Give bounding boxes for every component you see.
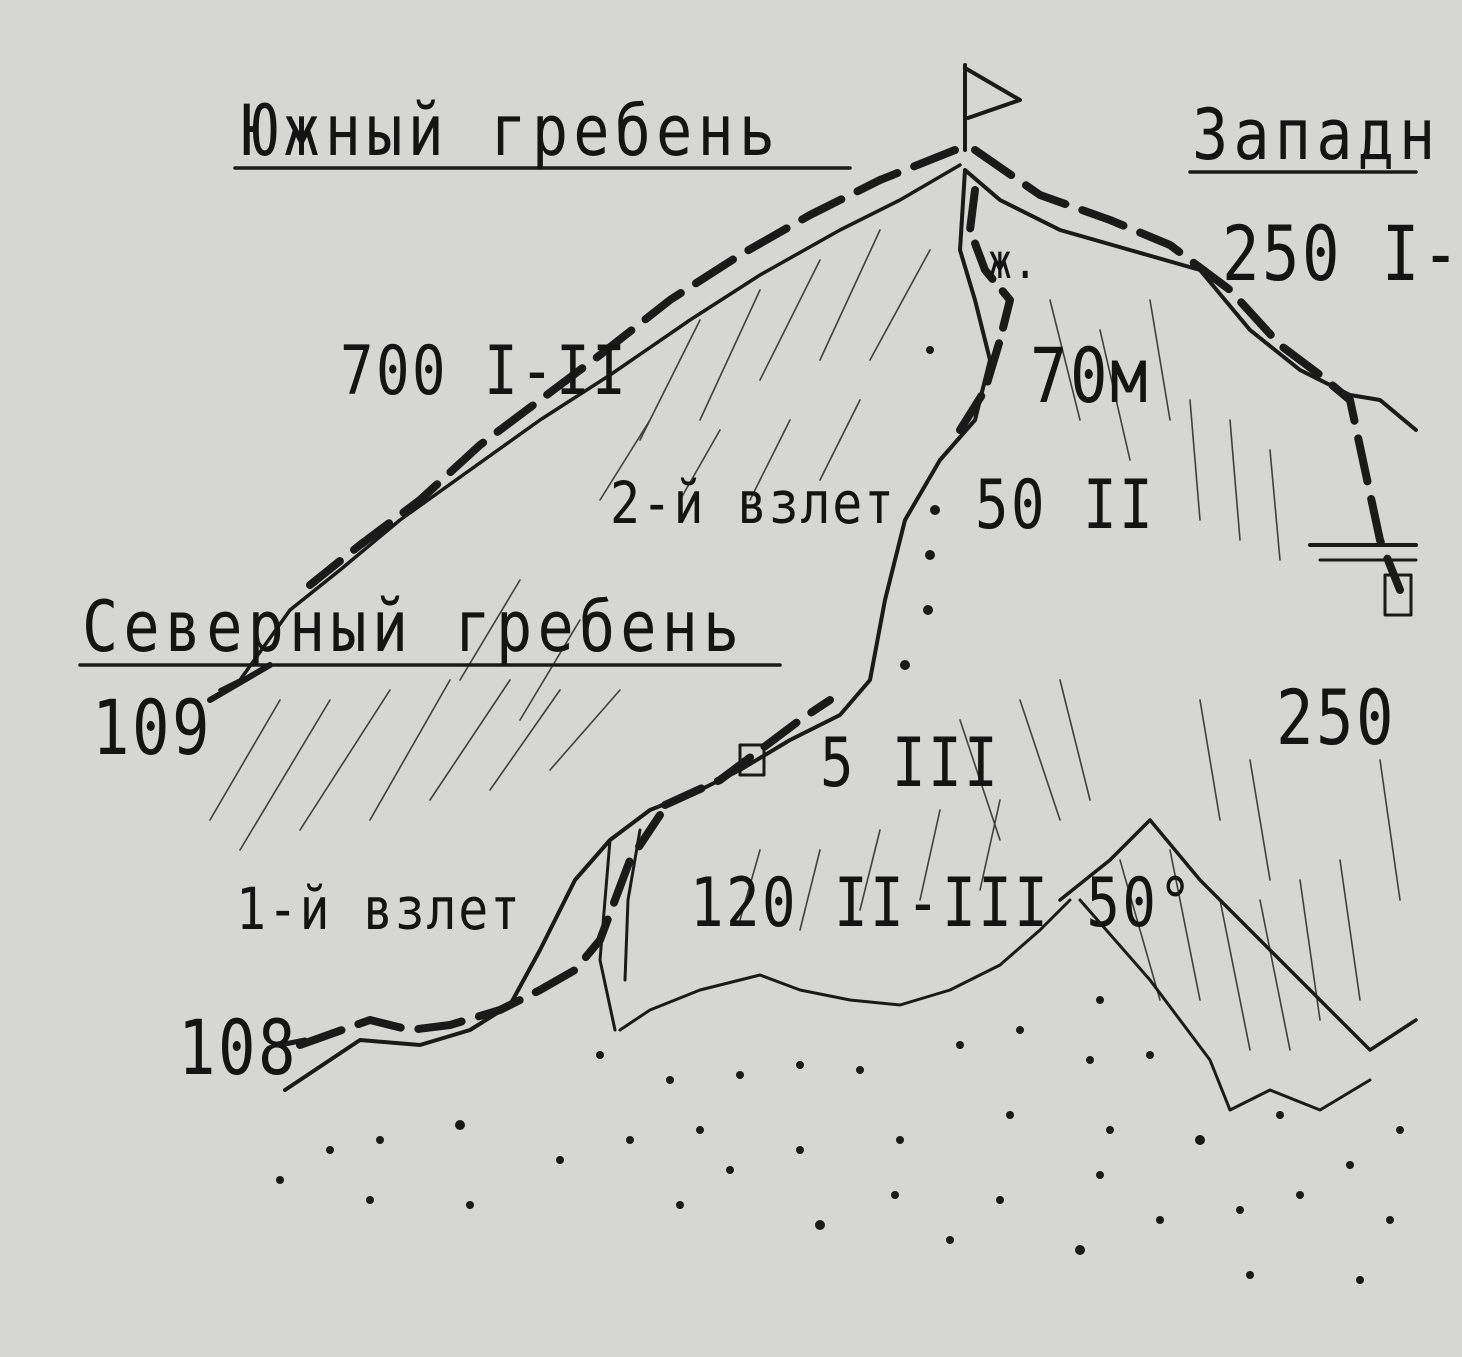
summit-flag	[963, 66, 1022, 120]
second-step-label: 2-й взлет	[610, 469, 896, 537]
hut-symbol	[738, 743, 766, 777]
west-face-length-label: 250	[1276, 673, 1396, 762]
mountain-outline	[283, 168, 1418, 1092]
summit-length-label: 70м	[1030, 331, 1150, 420]
south-ridge-upper-label: 700 I-II	[340, 332, 629, 411]
route-west-ridge	[971, 146, 1404, 594]
point-109-label: 109	[92, 683, 212, 772]
second-step-pitch-label: 50 II	[975, 466, 1156, 545]
west-ridge-upper-label: 250 I-	[1222, 209, 1462, 298]
west-ridge-label: Западн	[1192, 94, 1441, 176]
route-mid	[661, 696, 834, 809]
point-108-label: 108	[178, 1003, 298, 1092]
south-ridge-label: Южный гребень	[242, 90, 781, 172]
step-pitch-label: 5 III	[820, 724, 1001, 803]
route-south-ridge	[306, 146, 959, 589]
summit-section-label: ж.	[988, 234, 1039, 290]
route-diagram: Южный гребень Западн Северный гребень ж.…	[78, 63, 1459, 1284]
south-ridge-line	[218, 163, 962, 692]
first-step-label: 1-й взлет	[236, 875, 522, 943]
mountain-drawing	[78, 63, 1418, 1284]
first-step-pitch-label: 120 II-III 50°	[690, 864, 1195, 943]
north-ridge-label: Северный гребень	[82, 586, 745, 668]
route-central	[296, 811, 664, 1049]
route-couloir	[956, 186, 1014, 434]
